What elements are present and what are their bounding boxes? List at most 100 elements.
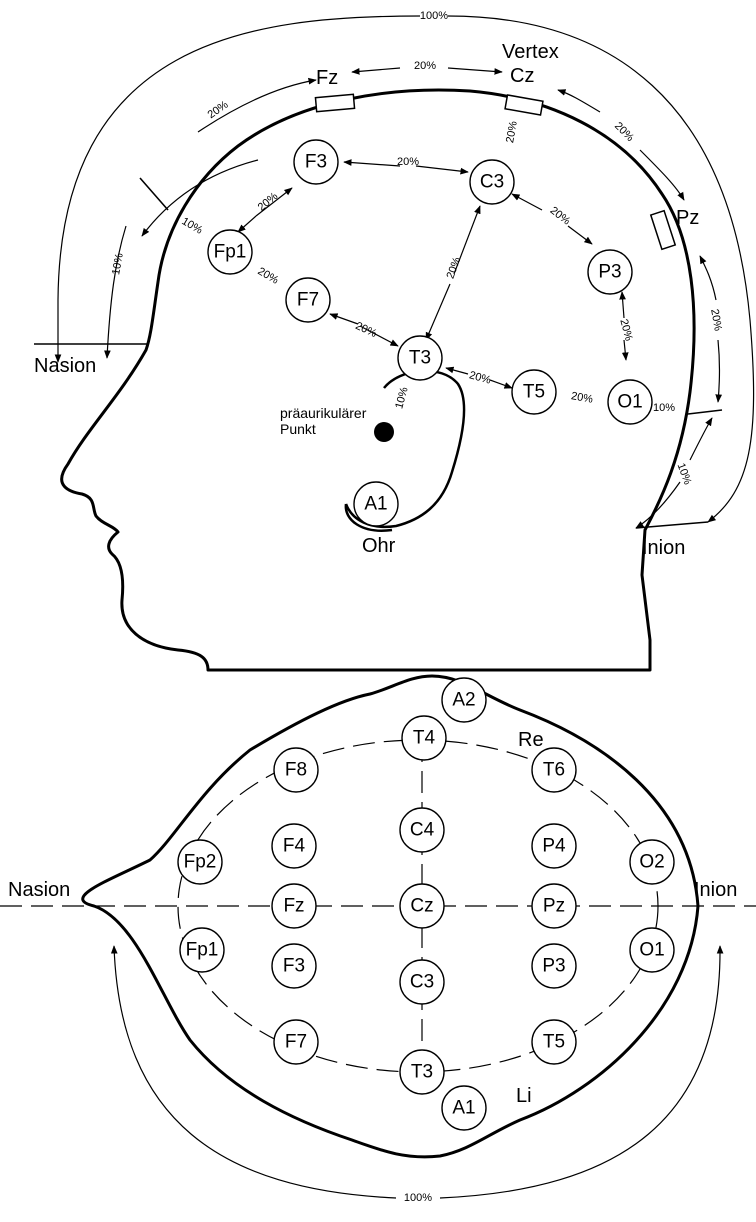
label-nasion-side: Nasion <box>34 355 96 377</box>
svg-text:T5: T5 <box>523 382 545 403</box>
side-view: 100% 20% 10% 20% Fz Vertex Cz 20% 20% Pz… <box>34 10 754 670</box>
electrode-t5: T5 <box>512 370 556 414</box>
pct-cz-c3: 20% <box>504 120 520 144</box>
electrode-a2: A2 <box>442 678 486 722</box>
electrode-p3: P3 <box>588 250 632 294</box>
electrode-f4: F4 <box>272 824 316 868</box>
svg-text:F7: F7 <box>285 1032 307 1053</box>
svg-text:O1: O1 <box>639 940 664 961</box>
label-inion-top: Inion <box>694 879 737 901</box>
electrode-marker-pz <box>651 211 675 250</box>
svg-text:T5: T5 <box>543 1032 565 1053</box>
electrode-marker-cz <box>505 95 543 115</box>
label-preauricular-line2: Punkt <box>280 421 316 437</box>
svg-text:C3: C3 <box>410 972 434 993</box>
svg-text:Pz: Pz <box>543 896 565 917</box>
svg-text:F4: F4 <box>283 836 306 857</box>
pct-o1-10: 10% <box>653 402 675 414</box>
label-ear: Ohr <box>362 535 396 557</box>
electrode-a1: A1 <box>354 482 398 526</box>
svg-text:O1: O1 <box>617 392 642 413</box>
svg-text:A1: A1 <box>364 494 387 515</box>
pct-f3-c3: 20% <box>397 156 419 168</box>
electrode-t3: T3 <box>398 336 442 380</box>
label-pz-side: Pz <box>676 207 699 229</box>
pct-fp1-10: 10% <box>179 215 204 237</box>
pct-nasion-10: 10% <box>110 252 126 276</box>
svg-text:F7: F7 <box>297 290 319 311</box>
label-right: Re <box>518 729 544 751</box>
pct-pz-inion: 20% <box>708 308 724 332</box>
pct-cz-pz: 20% <box>612 120 636 144</box>
pct-c3-p3: 20% <box>548 204 573 227</box>
electrode-pz: Pz <box>532 884 576 928</box>
electrode-a1-top: A1 <box>442 1086 486 1130</box>
svg-text:Cz: Cz <box>410 896 433 917</box>
electrode-fp1-top: Fp1 <box>180 928 224 972</box>
svg-text:Fp1: Fp1 <box>186 940 219 961</box>
pct-inion-10: 10% <box>675 462 694 487</box>
svg-text:F3: F3 <box>283 956 305 977</box>
svg-text:P3: P3 <box>598 262 621 283</box>
electrode-o1: O1 <box>608 380 652 424</box>
electrode-t5-top: T5 <box>532 1020 576 1064</box>
label-nasion-top: Nasion <box>8 879 70 901</box>
label-fz-side: Fz <box>316 67 338 89</box>
pct-f7-t3: 20% <box>353 320 378 340</box>
svg-text:O2: O2 <box>639 852 664 873</box>
svg-text:P4: P4 <box>542 836 566 857</box>
electrode-p4: P4 <box>532 824 576 868</box>
electrode-fp2: Fp2 <box>178 840 222 884</box>
label-cz-side: Cz <box>510 65 534 87</box>
svg-text:T6: T6 <box>543 760 565 781</box>
electrode-cz: Cz <box>400 884 444 928</box>
electrode-f7: F7 <box>286 278 330 322</box>
svg-text:A2: A2 <box>452 690 475 711</box>
svg-text:Fp2: Fp2 <box>184 852 217 873</box>
pct-fp1-f3: 20% <box>256 190 281 213</box>
electrode-o1-top: O1 <box>630 928 674 972</box>
electrode-t6: T6 <box>532 748 576 792</box>
electrode-o2: O2 <box>630 840 674 884</box>
electrode-c3: C3 <box>470 160 514 204</box>
pct-100-top: 100% <box>404 1192 432 1204</box>
svg-text:A1: A1 <box>452 1098 475 1119</box>
svg-text:C4: C4 <box>410 820 435 841</box>
svg-text:T4: T4 <box>413 728 436 749</box>
preauricular-point <box>374 422 394 442</box>
pct-t3-10: 10% <box>393 386 410 411</box>
svg-text:Fz: Fz <box>283 896 304 917</box>
pct-t3-t5: 20% <box>468 369 493 386</box>
pct-100-side: 100% <box>420 10 448 22</box>
svg-text:T3: T3 <box>411 1062 433 1083</box>
electrode-t3-top: T3 <box>400 1050 444 1094</box>
electrode-marker-fz <box>315 94 354 111</box>
top-view: 100% A2 T4 F8 T6 C4 F4 P4 Fp2 O2 Fz Cz P… <box>0 676 756 1204</box>
top-head-outline <box>83 676 698 1157</box>
svg-text:T3: T3 <box>409 348 431 369</box>
electrode-f7-top: F7 <box>274 1020 318 1064</box>
electrode-c4: C4 <box>400 808 444 852</box>
electrode-c3-top: C3 <box>400 960 444 1004</box>
label-vertex: Vertex <box>502 41 559 63</box>
electrode-fz: Fz <box>272 884 316 928</box>
pct-fz-cz: 20% <box>414 60 436 72</box>
pct-t5-o1: 20% <box>570 390 594 406</box>
svg-text:P3: P3 <box>542 956 565 977</box>
arc-100-percent <box>58 16 420 362</box>
electrode-fp1: Fp1 <box>208 230 252 274</box>
electrode-f8: F8 <box>274 748 318 792</box>
head-profile-outline <box>62 90 694 670</box>
label-preauricular-line1: präaurikulärer <box>280 405 367 421</box>
svg-text:F3: F3 <box>305 152 327 173</box>
pct-nasion-fz: 20% <box>206 99 231 122</box>
pct-c3-t3: 20% <box>445 255 464 280</box>
label-inion-side: Inion <box>642 537 685 559</box>
svg-text:C3: C3 <box>480 172 504 193</box>
svg-text:Fp1: Fp1 <box>214 242 247 263</box>
pct-fp1-f7: 20% <box>255 265 280 287</box>
electrode-f3-top: F3 <box>272 944 316 988</box>
label-left: Li <box>516 1085 532 1107</box>
electrode-f3: F3 <box>294 140 338 184</box>
